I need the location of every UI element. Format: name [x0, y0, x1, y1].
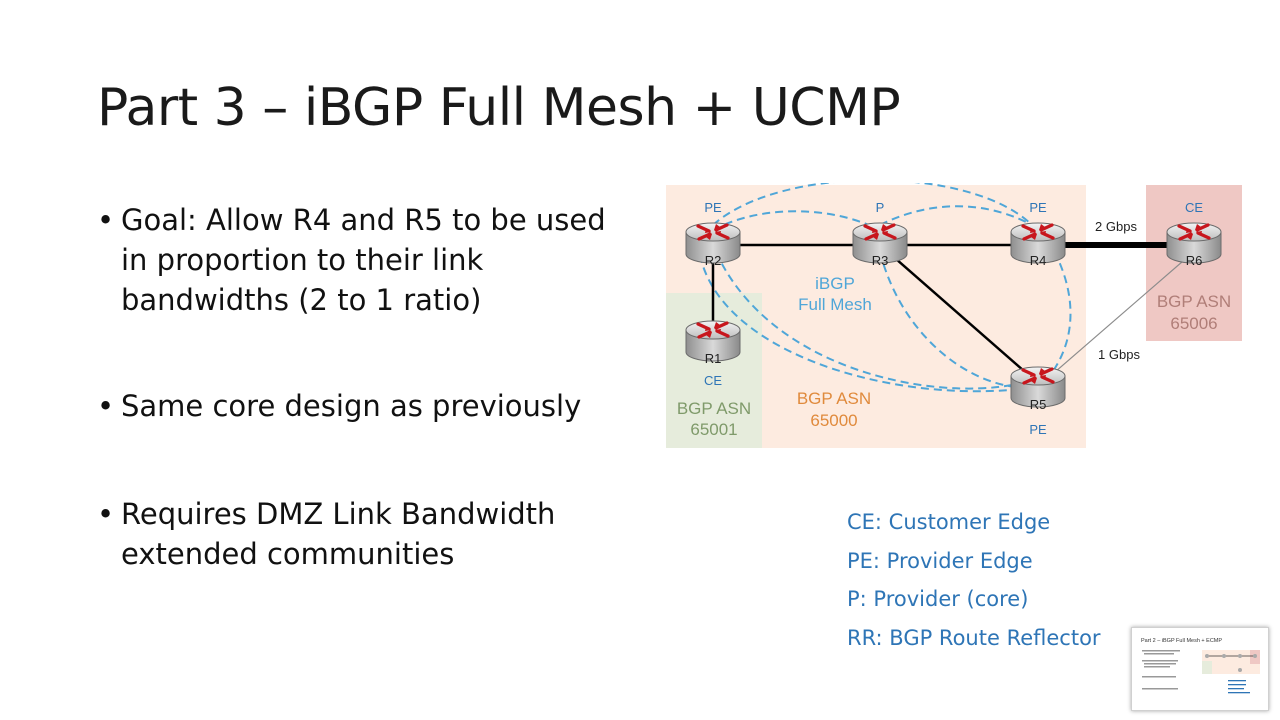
router-id: R4 — [1030, 253, 1047, 268]
asn-label-ce1: BGP ASN — [677, 399, 751, 418]
router-r4: R4 PE — [1009, 200, 1067, 268]
asn-number-ce1: 65001 — [690, 420, 737, 439]
asn-number-ce2: 65006 — [1170, 314, 1217, 333]
router-r5: R5 PE — [1009, 365, 1067, 437]
link-r5-r6 — [1039, 254, 1191, 386]
bullet-line: bandwidths (2 to 1 ratio) — [121, 283, 482, 317]
router-role: PE — [704, 200, 722, 215]
ibgp-session-r2-r3 — [712, 210, 881, 231]
link-label-r4-r6: 2 Gbps — [1095, 219, 1137, 234]
mesh-label-line1: iBGP — [815, 274, 855, 293]
legend-item-pe: PE: Provider Edge — [847, 548, 1033, 573]
bullet-glyph: • — [97, 497, 115, 531]
bullet-glyph: • — [97, 389, 115, 423]
legend-item-p: P: Provider (core) — [847, 587, 1029, 611]
slide-title: Part 3 – iBGP Full Mesh + UCMP — [97, 78, 901, 138]
ibgp-session-r2-r4 — [712, 183, 1033, 226]
bullet-line: Same core design as previously — [121, 389, 582, 423]
bullet-line: Goal: Allow R4 and R5 to be used — [121, 203, 606, 237]
router-id: R5 — [1030, 397, 1047, 412]
thumbnail-title: Part 2 – iBGP Full Mesh + ECMP — [1141, 638, 1222, 644]
bullet-glyph: • — [97, 203, 115, 237]
router-id: R1 — [705, 351, 722, 366]
router-id: R3 — [872, 253, 889, 268]
router-r3: R3 P — [851, 200, 909, 268]
router-r2: R2 PE — [684, 200, 742, 268]
network-diagram: 2 Gbps 1 Gbps R2 PE R3 P R4 PE R6 CE R1 … — [666, 183, 1242, 448]
ibgp-session-r3-r5-inner — [879, 251, 1016, 388]
router-role: CE — [1185, 200, 1203, 215]
router-role: PE — [1029, 200, 1047, 215]
router-r1: R1 CE — [684, 319, 742, 388]
bullet-item-core-design: • Same core design as previously — [95, 386, 655, 426]
router-role: CE — [704, 373, 722, 388]
link-r3-r5 — [879, 244, 1041, 386]
mesh-label-line2: Full Mesh — [798, 295, 872, 314]
ibgp-session-r3-r4 — [879, 205, 1033, 226]
router-id: R6 — [1186, 253, 1203, 268]
asn-label-ce2: BGP ASN — [1157, 292, 1231, 311]
legend-item-ce: CE: Customer Edge — [847, 510, 1051, 534]
bullet-line: extended communities — [121, 537, 455, 571]
ibgp-session-r2-r5 — [715, 251, 1013, 390]
router-role: P — [876, 200, 885, 215]
next-slide-thumbnail[interactable]: Part 2 – iBGP Full Mesh + ECMP — [1131, 627, 1269, 711]
bullet-line: Requires DMZ Link Bandwidth — [121, 497, 556, 531]
link-label-r5-r6: 1 Gbps — [1098, 347, 1140, 362]
router-role: PE — [1029, 422, 1047, 437]
abbreviation-legend: CE: Customer Edge PE: Provider Edge P: P… — [847, 503, 1101, 657]
router-r6: R6 CE — [1165, 200, 1223, 268]
asn-label-core: BGP ASN — [797, 389, 871, 408]
ibgp-session-r2-r5-outer — [699, 254, 1011, 393]
legend-item-rr: RR: BGP Route Reflector — [847, 625, 1101, 650]
bullet-line: in proportion to their link — [121, 243, 484, 277]
bullet-item-goal: • Goal: Allow R4 and R5 to be used in pr… — [95, 200, 655, 320]
asn-number-core: 65000 — [810, 411, 857, 430]
thumbnail-preview: Part 2 – iBGP Full Mesh + ECMP — [1141, 638, 1260, 694]
router-id: R2 — [705, 253, 722, 268]
bullet-item-requirement: • Requires DMZ Link Bandwidth extended c… — [95, 494, 655, 574]
